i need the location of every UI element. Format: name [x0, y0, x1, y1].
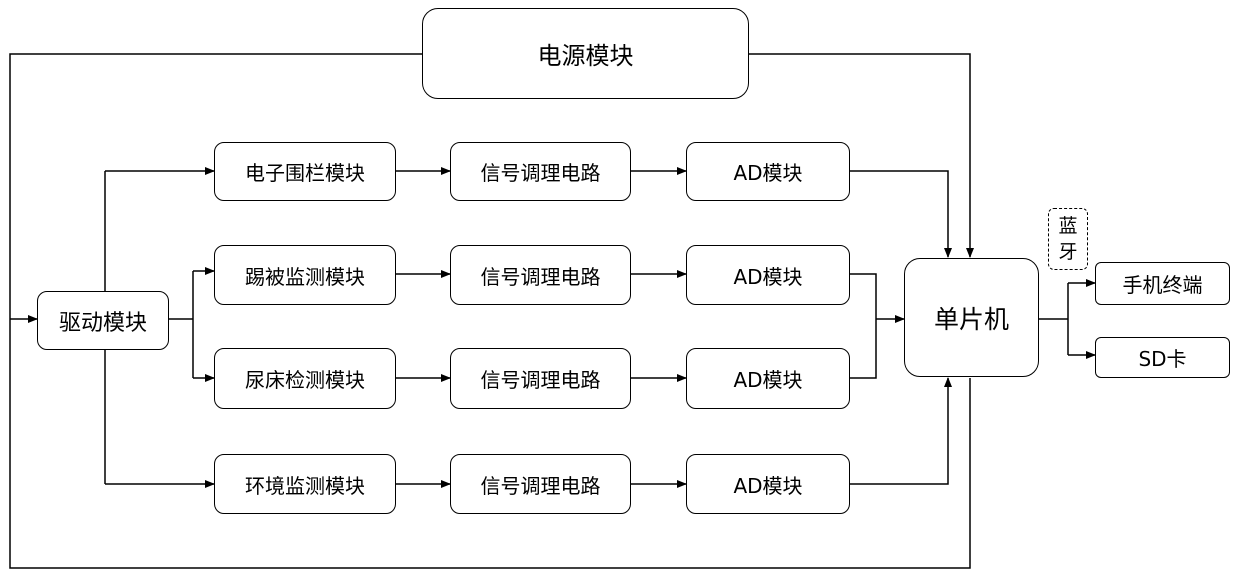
ad2-ad3-merge [850, 274, 876, 378]
phone-terminal-box: 手机终端 [1095, 262, 1230, 305]
bluetooth-label: 蓝 牙 [1048, 208, 1088, 270]
signal-conditioning-box-2: 信号调理电路 [450, 245, 631, 305]
kick-monitor-box: 踢被监测模块 [214, 245, 396, 305]
bluetooth-char-1: 蓝 [1058, 213, 1077, 239]
fence-module-box: 电子围栏模块 [214, 142, 396, 201]
signal-conditioning-box-3: 信号调理电路 [450, 348, 631, 409]
bedwetting-detect-box: 尿床检测模块 [214, 348, 396, 409]
mcu-output-bus [1039, 283, 1068, 355]
signal-conditioning-box-1: 信号调理电路 [450, 142, 631, 201]
ad-module-box-3: AD模块 [686, 348, 850, 409]
power-module-box: 电源模块 [422, 8, 749, 99]
ad-module-box-4: AD模块 [686, 454, 850, 514]
signal-conditioning-box-4: 信号调理电路 [450, 454, 631, 514]
bluetooth-char-2: 牙 [1058, 239, 1077, 265]
driver-right-bus [169, 271, 193, 378]
ad-module-box-2: AD模块 [686, 245, 850, 305]
driver-module-box: 驱动模块 [37, 291, 169, 350]
mcu-box: 单片机 [904, 258, 1039, 377]
ad-module-box-1: AD模块 [686, 142, 850, 201]
arrow-ad4-to-mcu [850, 378, 948, 484]
sd-card-box: SD卡 [1095, 337, 1230, 378]
environment-monitor-box: 环境监测模块 [214, 454, 396, 514]
arrow-ad1-to-mcu [850, 171, 948, 257]
